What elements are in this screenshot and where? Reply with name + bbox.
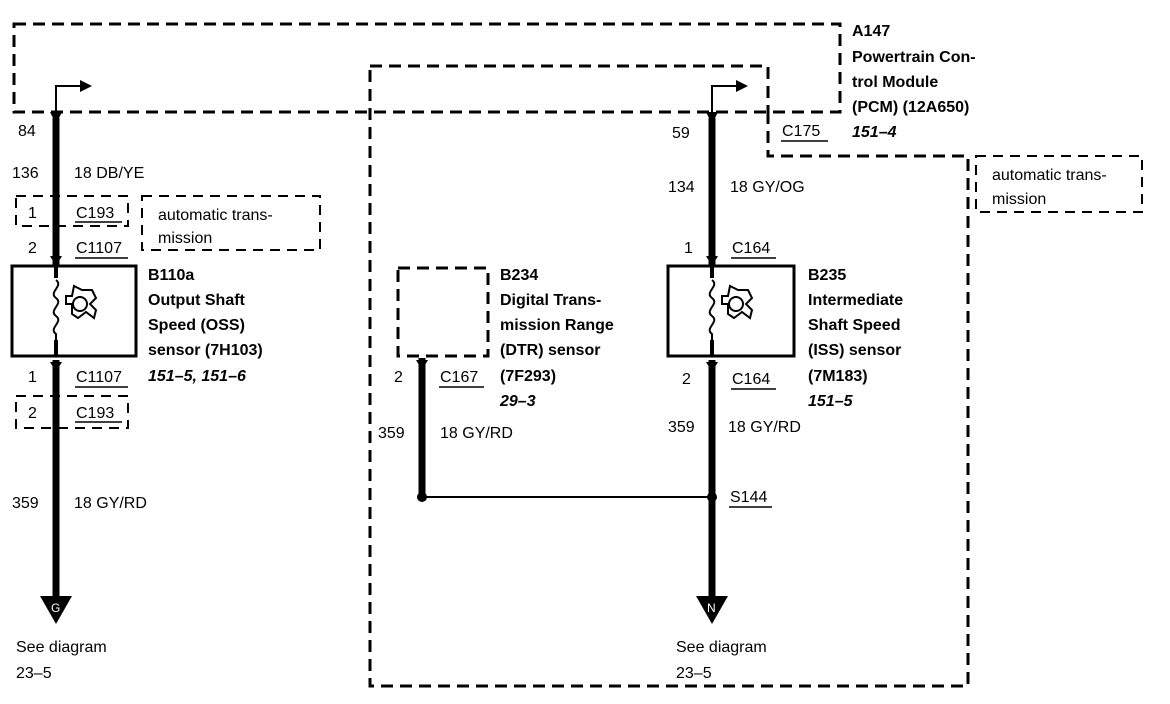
iss-see-diagram-line2: 23–5 [676,665,712,682]
auto-trans-note-right-line1: automatic trans- [992,167,1107,184]
oss-c1107-top-pin: 2 [28,240,37,257]
oss-wire-bottom: 18 GY/RD [74,495,147,512]
oss-c193-top-label: C193 [76,205,114,222]
iss-pcm-pin: 59 [672,125,690,142]
oss-sensor-id: B110a [148,267,194,284]
oss-circuit-top: 136 [12,165,39,182]
iss-see-diagram-line1: See diagram [676,639,767,656]
pcm-id: A147 [852,23,890,40]
pcm-name-line2: trol Module [852,74,938,91]
iss-sensor-name-line3: (ISS) sensor [808,342,901,359]
dtr-sensor-name-line1: Digital Trans- [500,292,601,309]
iss-wire-top: 18 GY/OG [730,179,805,196]
pcm-ref: 151–4 [852,124,897,141]
oss-c193-bottom-label: C193 [76,405,114,422]
oss-sensor-name-line3: sensor (7H103) [148,342,263,359]
oss-pcm-pin: 84 [18,123,36,140]
auto-trans-note-right [975,155,1143,213]
oss-see-diagram-line1: See diagram [16,639,107,656]
oss-c1107-bottom-pin: 1 [28,369,37,386]
oss-see-diagram-line2: 23–5 [16,665,52,682]
dtr-sensor-name-line3: (DTR) sensor [500,342,600,359]
dtr-sensor-ref: 29–3 [499,393,536,410]
iss-sensor-id: B235 [808,267,846,284]
dtr-sensor-box [396,266,490,358]
iss-sensor-part: (7M183) [808,368,868,385]
dtr-connector: C167 [440,369,478,386]
dtr-circuit: 359 [378,425,405,442]
iss-c164-top-pin: 1 [684,240,693,257]
oss-circuit-bottom: 359 [12,495,39,512]
transmission-region-outline [368,64,970,688]
pcm-name-line1: Powertrain Con- [852,49,976,66]
oss-c1107-top-label: C1107 [76,240,122,257]
pcm-module-outline [12,22,842,114]
oss-sensor-box [10,264,138,358]
iss-sensor-box [666,264,796,358]
oss-pcm-terminal-icon [55,85,80,116]
dtr-wire: 18 GY/RD [440,425,513,442]
oss-c193-top-pin: 1 [28,205,37,222]
iss-wire-bottom: 18 GY/RD [728,419,801,436]
auto-trans-note-left-line1: automatic trans- [158,207,273,224]
oss-sensor-name-line1: Output Shaft [148,292,246,309]
dtr-pin: 2 [394,369,403,386]
oss-ground-arrow-icon [40,596,72,624]
pcm-connector: C175 [782,123,820,140]
auto-trans-note-right-line2: mission [992,191,1046,208]
splice-label: S144 [730,489,767,506]
oss-c193-bottom-connector [15,395,129,429]
oss-c193-top-connector [15,195,129,227]
oss-sensor-icon [52,279,98,340]
iss-ground-arrow-icon [696,596,728,624]
iss-sensor-name-line1: Intermediate [808,292,903,309]
oss-wire-top: 18 DB/YE [74,165,144,182]
oss-c1107-bottom-label: C1107 [76,369,122,386]
auto-trans-note-left [141,195,321,251]
dtr-sensor-name-line2: mission Range [500,317,614,334]
oss-sensor-name-line2: Speed (OSS) [148,317,245,334]
iss-sensor-name-line2: Shaft Speed [808,317,900,334]
iss-sensor-ref: 151–5 [808,393,854,410]
iss-circuit-top: 134 [668,179,695,196]
iss-ground-letter: N [707,601,716,615]
auto-trans-note-left-line2: mission [158,230,212,247]
oss-sensor-refs: 151–5, 151–6 [148,368,246,385]
iss-c164-top-label: C164 [732,240,770,257]
oss-ground-letter: G [51,601,60,615]
iss-c164-bottom-label: C164 [732,371,770,388]
dtr-sensor-id: B234 [500,267,538,284]
dtr-sensor-part: (7F293) [500,368,556,385]
iss-c164-bottom-pin: 2 [682,371,691,388]
iss-circuit-bottom: 359 [668,419,695,436]
iss-pcm-terminal-icon [711,85,736,116]
oss-c193-bottom-pin: 2 [28,405,37,422]
pcm-name-line3: (PCM) (12A650) [852,99,969,116]
iss-sensor-icon [708,279,754,340]
